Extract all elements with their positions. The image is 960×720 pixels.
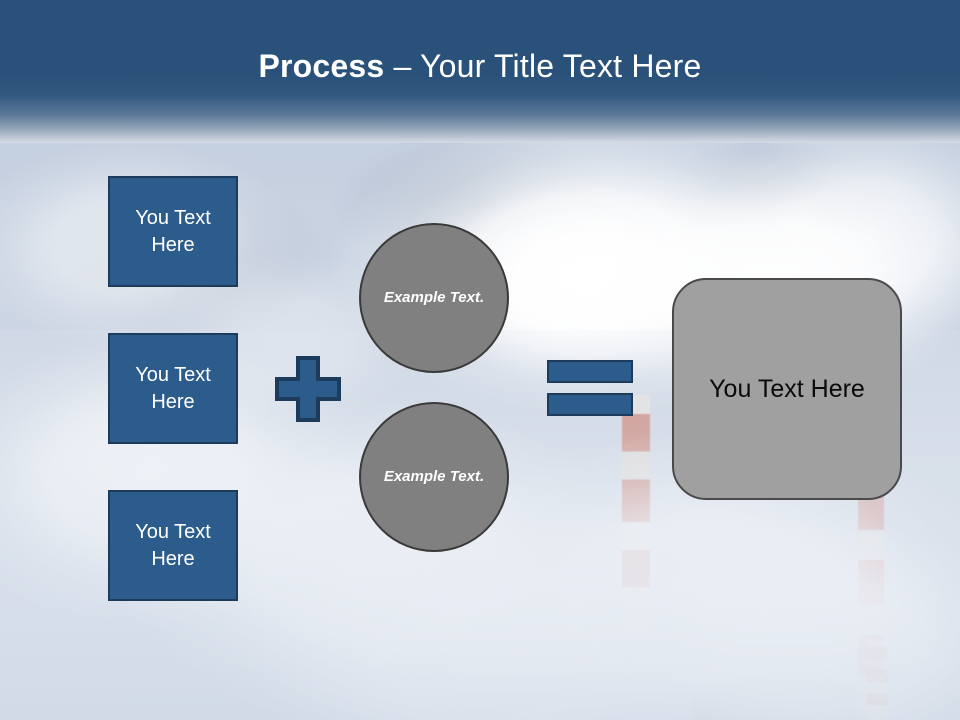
slide-title-rest: – Your Title Text Here <box>384 48 702 84</box>
smokestack-icon <box>622 395 650 630</box>
input-box-2-label: You Text Here <box>135 363 211 413</box>
slide-title-strong: Process <box>258 48 385 84</box>
equals-bar-top <box>547 360 633 383</box>
modifier-circle-2[interactable]: Example Text. <box>359 402 509 552</box>
smokestack-icon <box>866 640 888 720</box>
modifier-circle-1-label: Example Text. <box>383 288 485 306</box>
equals-icon <box>547 360 633 416</box>
result-box[interactable]: You Text Here <box>672 278 902 500</box>
steam-plume <box>620 520 960 720</box>
input-box-1[interactable]: You Text Here <box>108 176 238 287</box>
input-box-1-label: You Text Here <box>135 206 211 256</box>
modifier-circle-1[interactable]: Example Text. <box>359 223 509 373</box>
input-box-3-label: You Text Here <box>135 520 211 570</box>
slide-header-band: Process – Your Title Text Here <box>0 0 960 143</box>
equals-bar-bottom <box>547 393 633 416</box>
cloud-shadow <box>640 140 900 270</box>
modifier-circle-2-label: Example Text. <box>383 467 485 485</box>
slide-title: Process – Your Title Text Here <box>0 48 960 85</box>
input-box-2[interactable]: You Text Here <box>108 333 238 444</box>
plus-icon <box>273 354 343 424</box>
result-box-label: You Text Here <box>709 374 865 403</box>
steam-plume <box>250 560 730 720</box>
smokestack-icon <box>858 470 884 720</box>
cooling-tower-icon <box>690 672 870 720</box>
input-box-3[interactable]: You Text Here <box>108 490 238 601</box>
